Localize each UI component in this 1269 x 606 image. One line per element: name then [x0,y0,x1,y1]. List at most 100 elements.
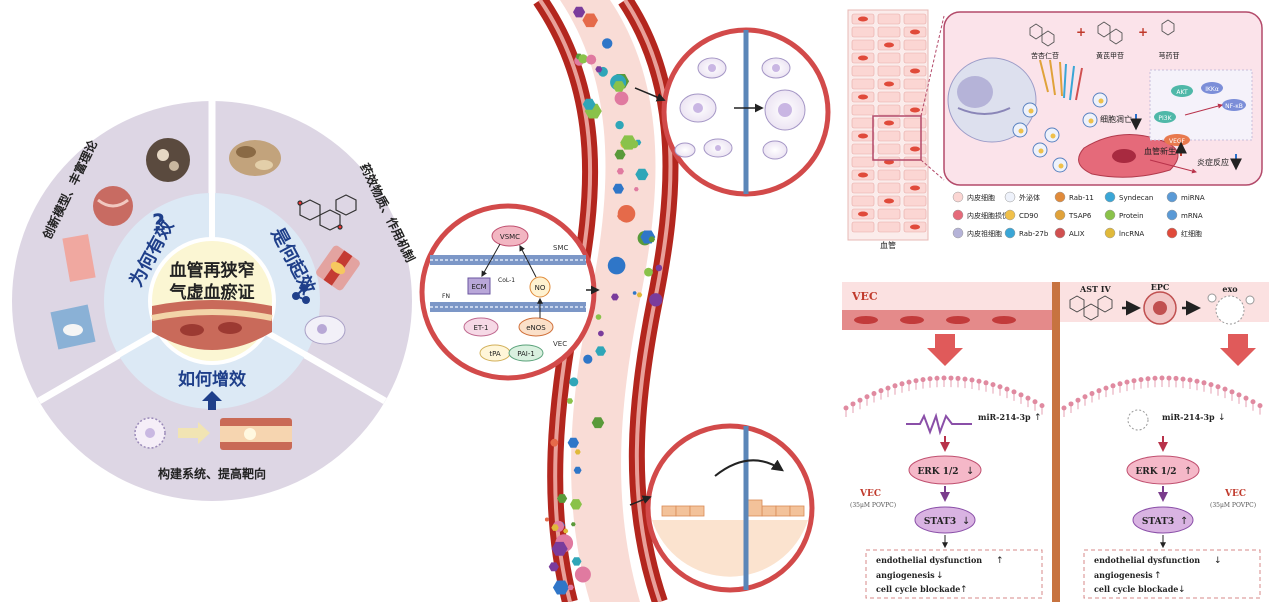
legend-label: Rab-27b [1019,230,1049,238]
lipid-head [1011,389,1017,395]
lipid-head [1082,394,1088,400]
up-arrow-icon [202,391,222,410]
pai1-node [508,344,544,362]
blood-particle [563,528,569,534]
lipid-head [1110,383,1116,389]
red-blood-cell [884,42,894,48]
endothelial-cell [877,91,901,103]
ast-molecule-icon [1069,295,1113,321]
lipid-head [969,377,975,383]
lipid-head [976,378,982,384]
exosome-cargo [1058,163,1064,169]
blood-particle [620,135,637,150]
blood-particle [548,562,559,572]
lipid-head [899,381,905,387]
endothelial-cell [851,104,875,116]
lipid-head [1152,375,1158,381]
legend-label: CD90 [1019,212,1038,220]
targeted-vessel-icon [220,418,292,450]
endothelial-cell [851,221,875,233]
legend-swatch [1054,209,1066,221]
blood-particle [636,292,643,298]
lipid-head [913,378,919,384]
lipid-head [1004,386,1010,392]
endothelial-cell [903,13,927,25]
membrane-top [430,255,586,265]
outcome-box-left [865,549,1043,599]
lipid-head [1117,381,1123,387]
panel-divider [1052,282,1060,602]
endothelial-cells [851,13,927,233]
blood-particle [616,168,624,175]
stat3-right-label: STAT3 [1142,517,1174,527]
lipid-head [934,375,940,381]
lipid-head [1180,376,1186,382]
blood-particle [655,264,663,272]
lipid-head [1061,405,1067,411]
erk-left-node [908,455,982,485]
blood-particle [598,330,604,337]
apoptosis-label: 细胞凋亡 [1100,114,1132,124]
down-arrow-icon [927,334,963,366]
vegf-label: VEGF [1169,138,1186,145]
legend-swatch [1054,227,1066,239]
lipid-head [1250,399,1256,405]
out3-left-arrow: ↑ [960,585,968,595]
legend-label: 内皮祖细胞 [967,229,1002,238]
lipid-head [892,383,898,389]
legend-label: mRNA [1181,212,1203,220]
blood-particle [582,98,596,110]
legend-label: Protein [1119,212,1144,220]
lipid-head [1145,376,1151,382]
endothelial-cell [851,26,875,38]
endothelial-cell [877,104,901,116]
red-blood-cell [858,94,868,100]
vsmc-label: VSMC [500,233,520,241]
exo-label: exo [1222,284,1238,294]
exosome-mechanism-panel: 血管 + + 苦杏仁苷 黄芪甲苷 芎药苷 PI3K AKT I [847,9,1263,250]
enos-label: eNOS [526,324,546,332]
red-blood-cell [910,224,920,230]
blood-particle [583,354,593,364]
lipid-head [864,394,870,400]
lipid-head [1236,392,1242,398]
cell-membranes [843,375,1263,417]
endothelial-cell [903,52,927,64]
lipid-head [885,385,891,391]
lipid-head [871,391,877,397]
lipid-head [1208,382,1214,388]
mir-left-arrow: ↑ [1034,413,1042,423]
vessel-damage-icon [316,245,360,291]
legend-swatch [952,209,964,221]
blood-particle [644,267,653,277]
exosome-cargo [1050,133,1056,139]
legend-label: 红细胞 [1181,229,1202,238]
endothelial-cell [851,65,875,77]
drug1-label: 苦杏仁苷 [1031,51,1059,60]
zoom-box [872,115,922,161]
out2-right-arrow: ↑ [1154,571,1162,581]
lipid-head [927,376,933,382]
lipid-head [878,388,884,394]
legend-label: Syndecan [1119,194,1153,202]
blood-particle [569,377,579,387]
legend-swatch [1104,227,1116,239]
blood-particle [578,54,588,64]
legend-swatch [1166,227,1178,239]
endothelial-cell [877,221,901,233]
lipid-head [990,382,996,388]
lipid-head [850,401,856,407]
vessel-lumen [560,0,656,602]
blood-particle [573,6,586,18]
out1-left-arrow: ↑ [996,556,1004,566]
mirna-icon [906,412,972,436]
out3-right: cell cycle blockade [1094,584,1178,594]
mir-left-label: miR-214-3p [978,412,1031,422]
lipid-head [1103,385,1109,391]
herb-photo-icon [146,138,190,182]
lipid-head [1166,375,1172,381]
blood-particle [551,541,568,556]
blood-particle [648,236,656,243]
endothelial-cell [903,91,927,103]
